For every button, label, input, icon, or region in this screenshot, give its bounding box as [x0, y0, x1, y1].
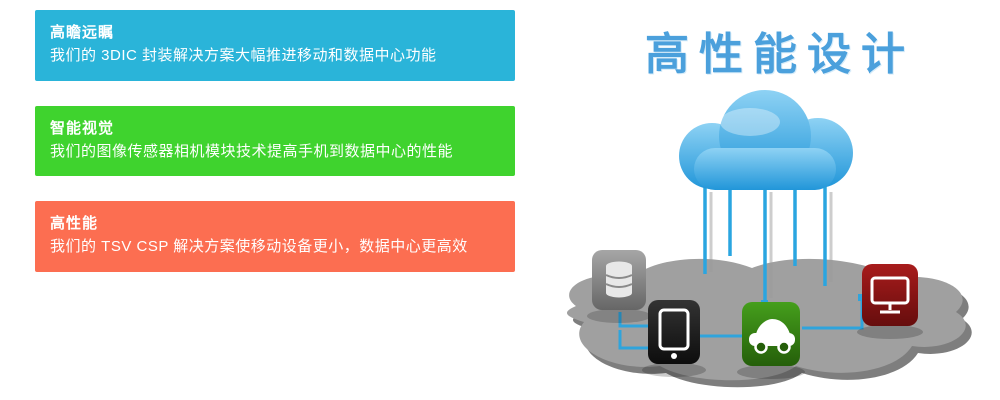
- banner-performance: 高性能 我们的 TSV CSP 解决方案使移动设备更小，数据中心更高效: [35, 201, 515, 272]
- cloud-icon: [679, 90, 853, 190]
- page-title: 高性能设计: [645, 29, 915, 80]
- cloud-devices-illustration: [566, 90, 972, 388]
- database-icon: [587, 250, 651, 323]
- banner-smart-vision-title: 智能视觉: [50, 119, 115, 137]
- feature-banners: 高瞻远瞩 我们的 3DIC 封装解决方案大幅推进移动和数据中心功能 智能视觉 我…: [35, 10, 515, 272]
- banner-smart-vision-text: 我们的图像传感器相机模块技术提高手机到数据中心的性能: [50, 142, 454, 160]
- line-shadows: [709, 192, 833, 298]
- car-icon: [737, 302, 805, 379]
- banner-vision: 高瞻远瞩 我们的 3DIC 封装解决方案大幅推进移动和数据中心功能: [35, 10, 515, 81]
- cloud-connection-lines: [703, 186, 827, 304]
- banner-vision-title: 高瞻远瞩: [50, 24, 115, 41]
- monitor-icon: [857, 264, 923, 339]
- banner-performance-text: 我们的 TSV CSP 解决方案使移动设备更小，数据中心更高效: [50, 238, 468, 256]
- banner-smart-vision: 智能视觉 我们的图像传感器相机模块技术提高手机到数据中心的性能: [35, 105, 515, 176]
- banner-vision-text: 我们的 3DIC 封装解决方案大幅推进移动和数据中心功能: [50, 47, 437, 65]
- banner-performance-title: 高性能: [50, 215, 99, 232]
- tablet-icon: [642, 300, 706, 377]
